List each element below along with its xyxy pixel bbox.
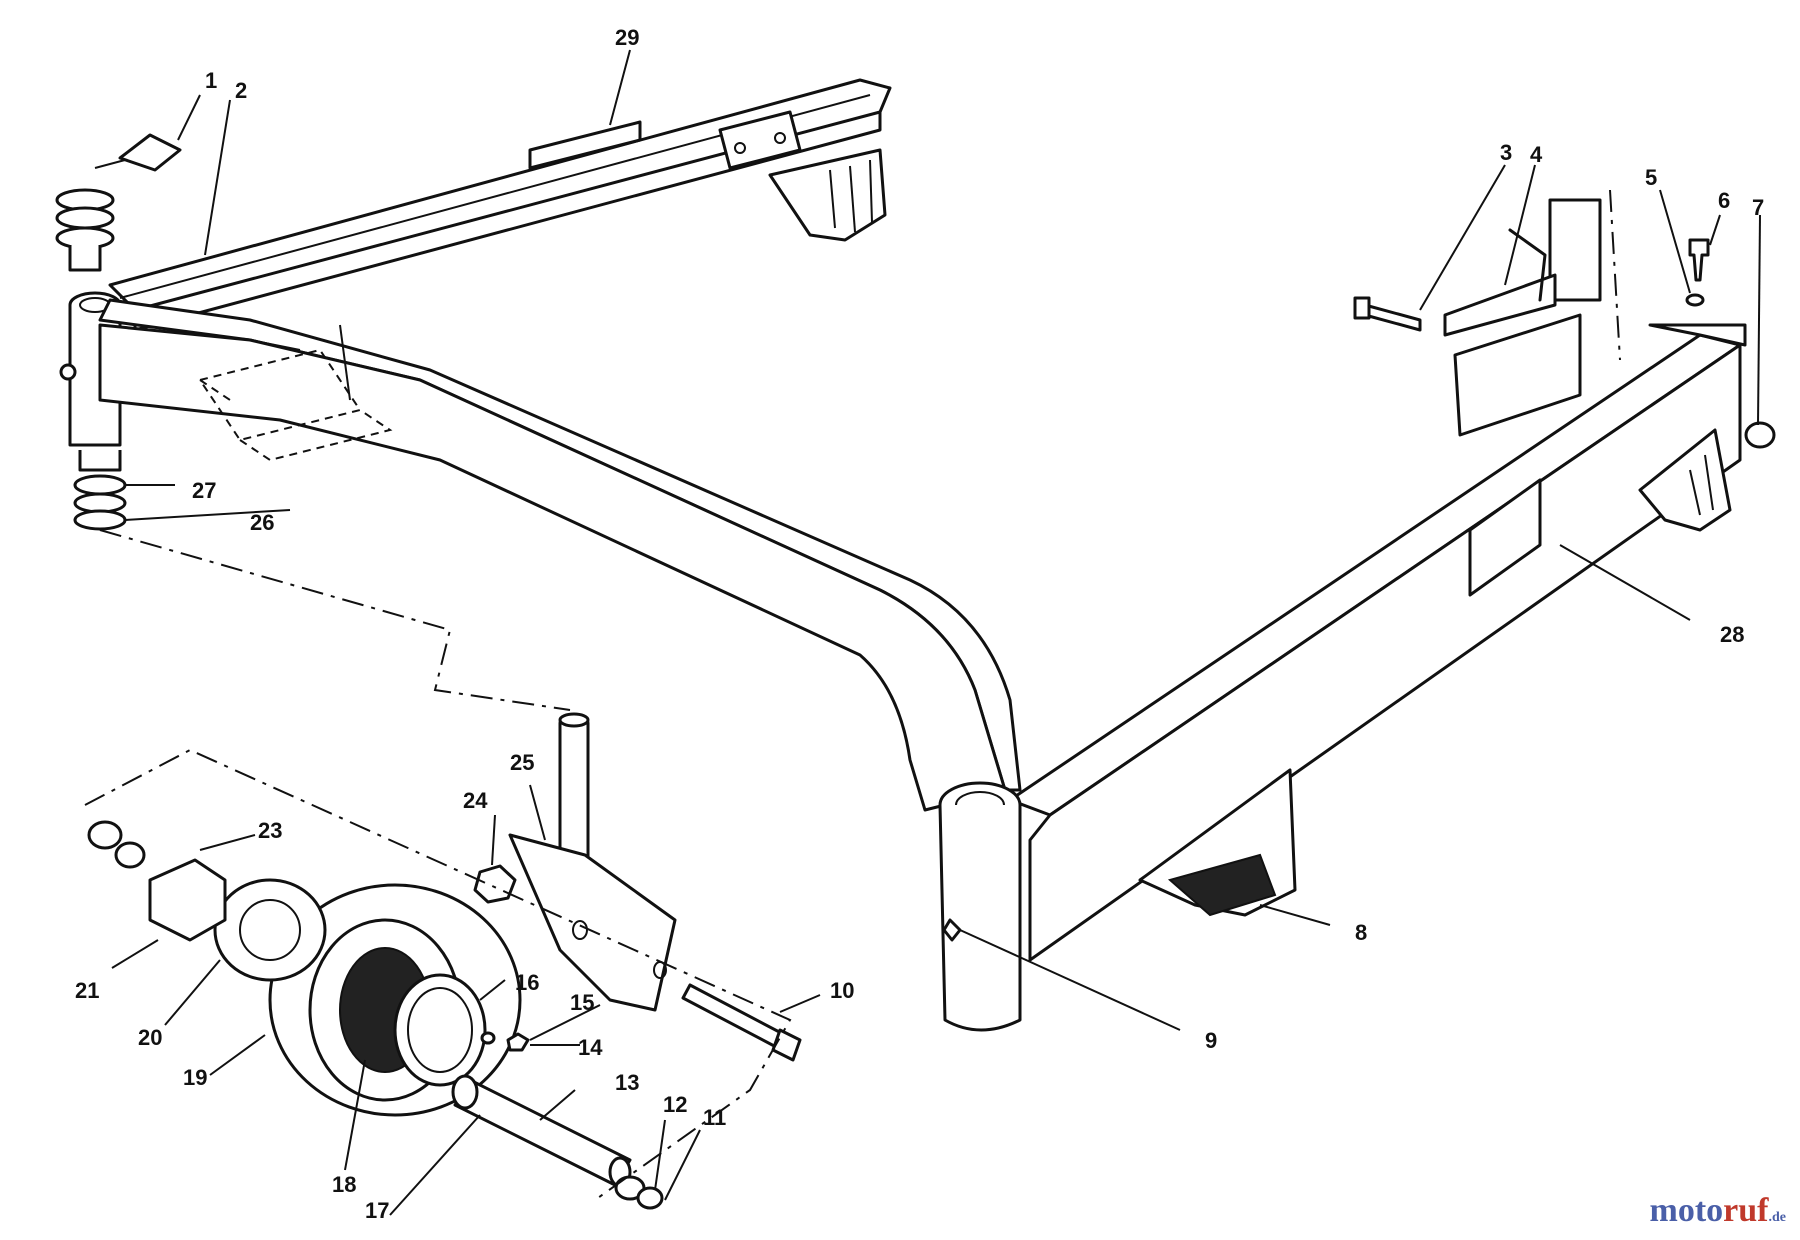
callout-29: 29 <box>615 25 639 50</box>
decal-29 <box>528 120 642 170</box>
part-1-hairpin <box>94 133 182 172</box>
callout-14: 14 <box>578 1035 603 1060</box>
hidden-tray <box>198 348 393 462</box>
caster-fork <box>508 712 677 1012</box>
callout-25: 25 <box>510 750 534 775</box>
callout-18: 18 <box>332 1172 356 1197</box>
watermark-logo: motoruf.de <box>1649 1192 1786 1229</box>
small-parts-14-15 <box>480 1031 530 1052</box>
callout-10: 10 <box>830 978 854 1003</box>
callout-23: 23 <box>258 818 282 843</box>
battery-holddown <box>1443 198 1602 437</box>
callout-13: 13 <box>615 1070 639 1095</box>
spacer-13 <box>451 1074 632 1188</box>
nut-24 <box>473 864 517 904</box>
callout-17: 17 <box>365 1198 389 1223</box>
callout-16: 16 <box>515 970 539 995</box>
right-rear-bracket <box>1638 428 1732 532</box>
right-frame-section <box>1008 323 1747 962</box>
callout-15: 15 <box>570 990 594 1015</box>
assembly-lines <box>84 189 1621 1201</box>
rear-foot-bracket <box>768 148 887 242</box>
callout-19: 19 <box>183 1065 207 1090</box>
washers-11-12 <box>614 1175 664 1210</box>
axle-bolt-10 <box>681 983 802 1062</box>
callout-28: 28 <box>1720 622 1744 647</box>
callout-9: 9 <box>1205 1028 1217 1053</box>
callout-27: 27 <box>192 478 216 503</box>
callout-11: 11 <box>703 1105 726 1130</box>
callout-4: 4 <box>1530 142 1543 167</box>
callout-8: 8 <box>1355 920 1367 945</box>
callout-12: 12 <box>663 1092 687 1117</box>
hub-20 <box>213 878 327 982</box>
decal-28 <box>1468 478 1542 597</box>
callout-2: 2 <box>235 78 247 103</box>
flange-21 <box>87 820 227 942</box>
footrest-bracket <box>1138 768 1297 917</box>
callout-labels: 1 2 29 3 4 5 6 7 27 26 28 25 24 23 8 9 1… <box>75 25 1764 1223</box>
washer-stack-lower <box>73 450 127 531</box>
callout-21: 21 <box>75 978 99 1003</box>
callout-26: 26 <box>250 510 274 535</box>
hardware-5-6-7 <box>1353 238 1776 449</box>
callout-20: 20 <box>138 1025 162 1050</box>
leader-lines <box>111 49 1761 1216</box>
washer-stack-upper <box>55 188 115 272</box>
callout-24: 24 <box>463 788 488 813</box>
callout-7: 7 <box>1752 195 1764 220</box>
callout-3: 3 <box>1500 140 1512 165</box>
callout-5: 5 <box>1645 165 1657 190</box>
bearing-16 <box>393 973 487 1087</box>
callout-6: 6 <box>1718 188 1730 213</box>
front-pivot-tube <box>938 781 1022 1032</box>
callout-1: 1 <box>205 68 217 93</box>
